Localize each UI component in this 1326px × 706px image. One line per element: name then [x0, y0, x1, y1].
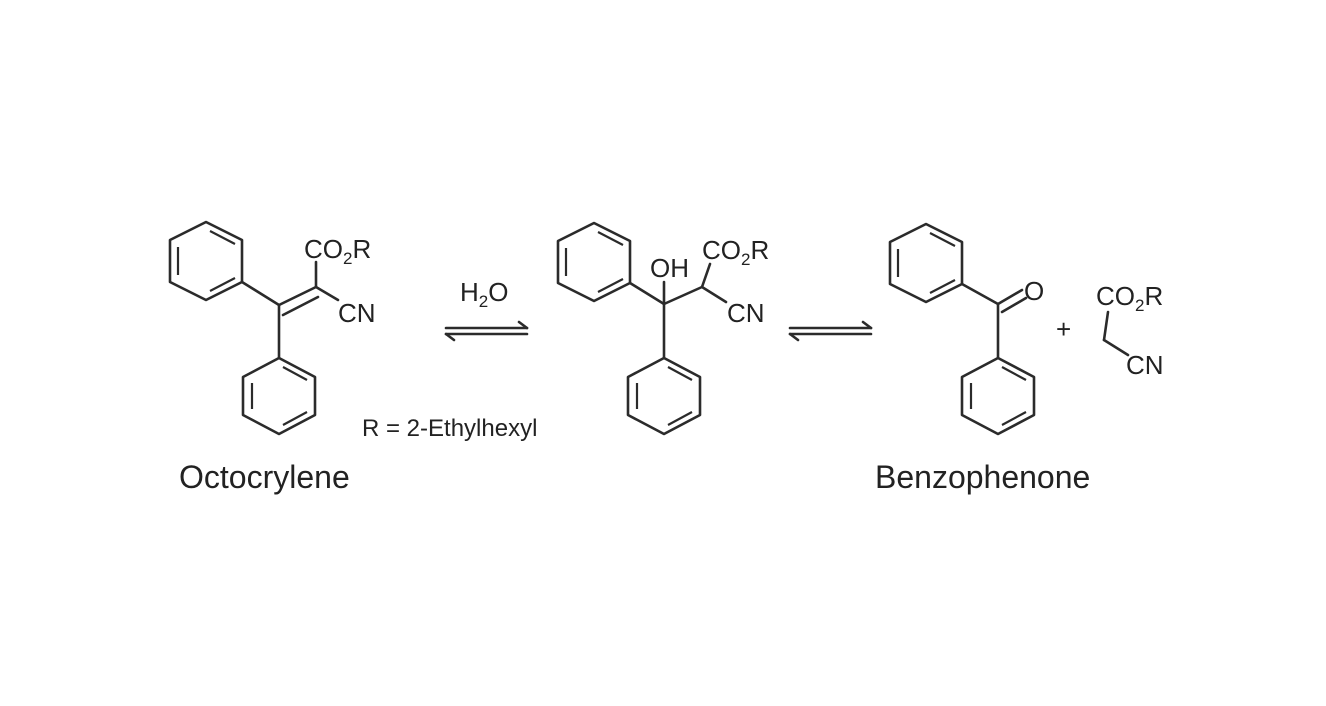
cyanoacetate-ester-label: CO2R [1096, 281, 1163, 315]
intermediate-bond [662, 285, 704, 306]
intermediate-bond [700, 285, 728, 304]
octocrylene-double-bond [277, 285, 318, 307]
intermediate-lower-phenyl-ring [626, 356, 702, 436]
octocrylene-nitrile-label: CN [338, 298, 376, 328]
octocrylene-ester-label: CO2R [304, 234, 371, 268]
benzophenone-carbonyl-double-bond [996, 288, 1024, 306]
intermediate-ester-label: CO2R [702, 235, 769, 269]
intermediate-upper-phenyl-ring [556, 221, 632, 303]
intermediate-nitrile-label: CN [727, 298, 765, 328]
octocrylene-upper-phenyl-ring [168, 220, 244, 302]
intermediate-hydroxyl-label: OH [650, 253, 689, 283]
intermediate-bond [628, 281, 666, 306]
octocrylene-name: Octocrylene [179, 459, 350, 495]
benzophenone-lower-phenyl-ring [960, 356, 1036, 436]
r-group-definition: R = 2-Ethylhexyl [362, 415, 537, 442]
benzophenone-carbonyl-double-bond [1000, 296, 1028, 314]
cyanoacetate-structure: CO2R CN [1096, 281, 1164, 380]
octocrylene-structure: CO2R CN Octocrylene [168, 220, 376, 495]
cyanoacetate-bond [1102, 338, 1130, 357]
octocrylene-bond [240, 280, 281, 307]
benzophenone-name: Benzophenone [875, 459, 1090, 495]
reagent-water-label: H2O [460, 277, 508, 311]
intermediate-bond [700, 262, 712, 289]
intermediate-structure: OH CO2R CN [556, 221, 769, 436]
equilibrium-arrow-1 [444, 320, 529, 342]
equilibrium-arrow-2 [788, 320, 873, 342]
cyanoacetate-bond [1102, 310, 1110, 342]
benzophenone-structure: O Benzophenone [875, 222, 1090, 495]
benzophenone-bond [960, 282, 1000, 306]
octocrylene-bond [314, 285, 340, 302]
benzophenone-oxygen-label: O [1024, 276, 1044, 306]
plus-sign: + [1056, 314, 1071, 344]
benzophenone-upper-phenyl-ring [888, 222, 964, 304]
octocrylene-lower-phenyl-ring [241, 356, 317, 436]
cyanoacetate-nitrile-label: CN [1126, 350, 1164, 380]
octocrylene-double-bond [281, 295, 320, 317]
